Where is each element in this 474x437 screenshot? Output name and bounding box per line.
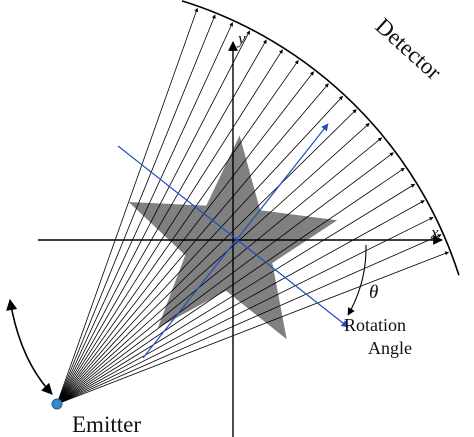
x-ray-line: [56, 49, 283, 405]
x-ray-line: [56, 30, 251, 405]
x-ray-line: [56, 71, 315, 405]
x-axis-label: x: [430, 223, 439, 242]
detector-label: Detector: [371, 13, 447, 85]
x-ray-line: [56, 109, 357, 405]
x-ray-line: [56, 137, 383, 405]
rotated-y-axis: [142, 123, 329, 359]
x-ray-fan: [56, 7, 449, 405]
x-ray-line: [56, 123, 370, 405]
x-ray-line: [56, 95, 343, 405]
x-ray-line: [56, 183, 416, 405]
theta-label: θ: [369, 282, 378, 303]
rotation-angle-label-line1: Rotation: [344, 315, 406, 335]
x-ray-line: [56, 152, 394, 405]
x-ray-line: [56, 39, 267, 405]
y-axis-label: y: [236, 29, 246, 48]
x-ray-line: [56, 83, 329, 405]
x-ray-line: [56, 14, 216, 405]
detector-arc: [181, 0, 460, 276]
x-ray-line: [56, 216, 434, 405]
x-ray-line: [56, 167, 405, 405]
x-ray-line: [56, 234, 442, 405]
x-ray-line: [56, 22, 233, 405]
x-ray-line: [56, 59, 299, 405]
rotated-x-axis: [117, 145, 349, 328]
rotation-angle-label-line2: Angle: [368, 338, 412, 358]
emitter-label: Emitter: [72, 412, 141, 437]
emitter-dot: [51, 398, 63, 410]
rotation-angle-arc: [347, 244, 367, 316]
x-ray-line: [56, 200, 425, 405]
x-ray-line: [56, 7, 199, 405]
x-ray-line: [56, 251, 449, 405]
emitter-rotation-arrow: [6, 298, 53, 395]
